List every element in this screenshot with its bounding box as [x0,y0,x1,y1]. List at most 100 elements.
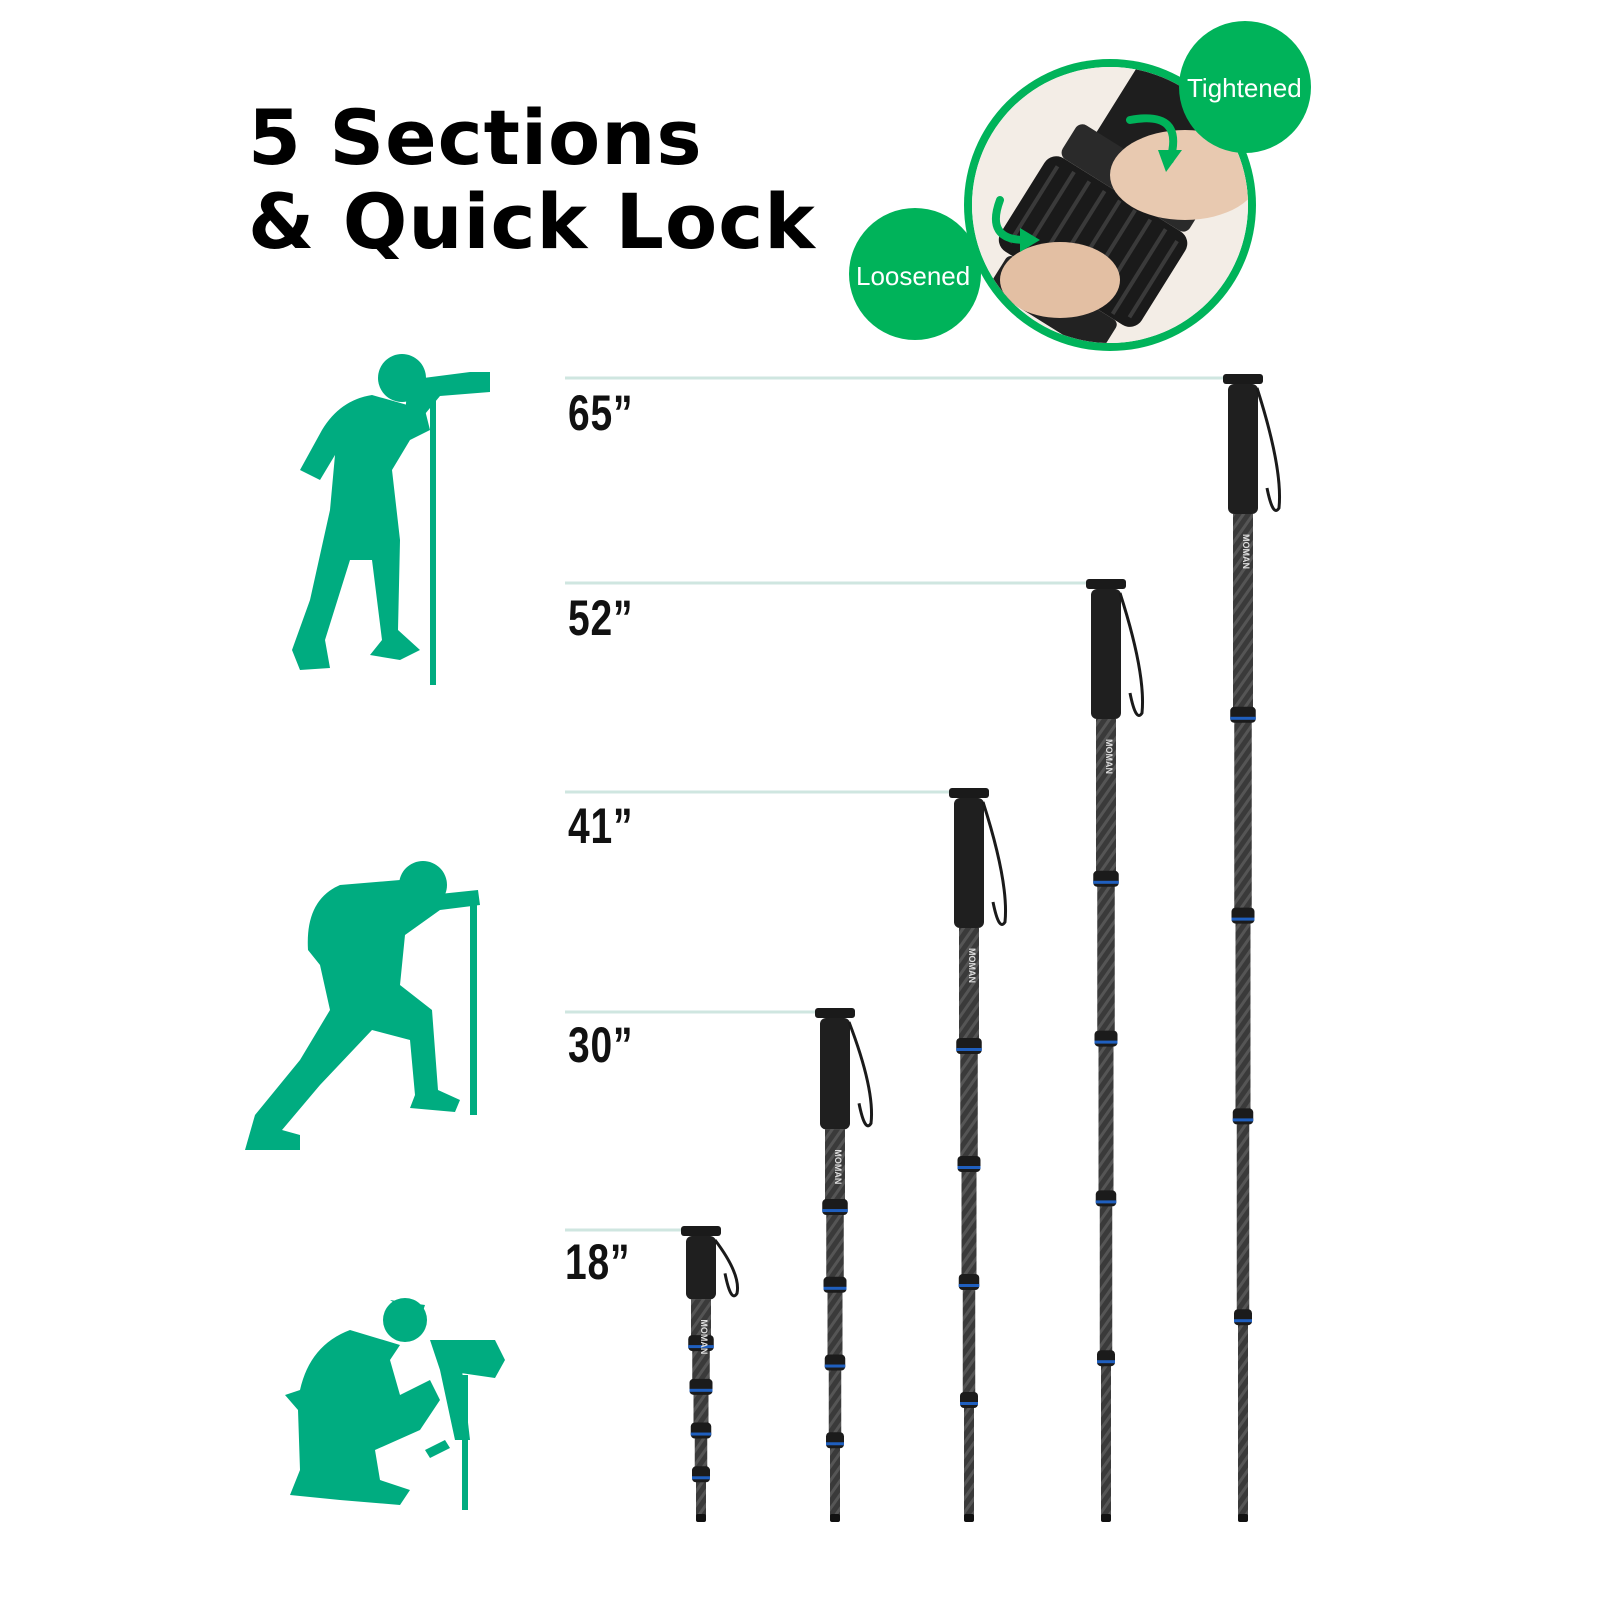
monopod-tube-section [828,1362,842,1441]
monopod-brand-label: MOMAN [1104,739,1114,774]
monopod-foot [696,1514,706,1522]
monopod-tube-section [960,1046,978,1164]
height-label-52: 52” [568,590,634,646]
monopod-tube-section [830,1440,840,1518]
monopod-tube-section [827,1284,843,1363]
monopod-lock-ring[interactable] [690,1422,712,1439]
monopod-head-plate [1223,374,1263,384]
monopod-tube-section [1098,1038,1114,1199]
title-line-2: & Quick Lock [248,177,816,266]
monopod-lock-accent [822,1209,848,1213]
monopod-lock-accent [1094,1040,1118,1044]
monopod-lock-accent [1232,1118,1254,1122]
monopod-lock-accent [826,1442,844,1446]
monopod-foot [1238,1514,1248,1522]
tightened-label: Tightened [1187,73,1302,103]
monopod-lock-ring[interactable] [958,1274,980,1290]
loosen-arrow-icon [992,196,1040,252]
monopod-lock-accent [1231,917,1255,921]
monopod-lock-accent [1230,716,1256,720]
monopod-lock-ring[interactable] [1093,870,1119,887]
monopod-tube-section [826,1207,844,1285]
monopod-lock-ring[interactable] [960,1392,978,1408]
monopod-brand-label: MOMAN [699,1319,709,1354]
hiker-leaning-silhouette [245,861,480,1150]
monopod-tube-section [1096,719,1116,879]
monopod-lock-ring[interactable] [956,1038,982,1054]
monopod-lock-accent [958,1284,980,1287]
monopod-tube-section [696,1474,706,1518]
monopod-tube-section [1097,878,1115,1039]
monopod-grip [954,798,984,928]
monopod: MOMAN [1223,374,1281,1522]
standing-photographer-silhouette [292,354,490,685]
monopod-wrist-strap [847,1021,873,1128]
monopod: MOMAN [681,1226,740,1522]
monopod-tube-section [1234,714,1252,916]
monopod-foot [964,1514,974,1522]
monopod-foot [830,1514,840,1522]
monopod-brand-label: MOMAN [1241,534,1251,569]
monopod-head-plate [1086,579,1126,589]
monopod-grip [1091,589,1121,719]
monopod-lock-ring[interactable] [823,1276,847,1293]
loosened-badge [849,208,981,340]
monopod-lock-ring[interactable] [824,1354,846,1371]
monopod-lock-ring[interactable] [689,1378,713,1395]
height-label-18: 18” [565,1234,631,1290]
monopod-lock-accent [1097,1360,1115,1364]
thumb-top [1110,130,1248,220]
monopod-grip [1228,384,1258,514]
monopod-tube-section [961,1164,977,1282]
monopod-lock-accent [689,1388,713,1392]
kneeling-photographer-silhouette [285,1298,505,1510]
monopod-tube-section [691,1299,711,1344]
monopod-tube-section [1099,1198,1113,1359]
monopod-head-plate [815,1008,855,1018]
monopod-lock-ring[interactable] [1095,1190,1117,1207]
monopod-tube-section [1101,1358,1111,1518]
quick-lock-callout [849,21,1311,351]
monopod-wrist-strap [1255,387,1281,512]
monopod-lock-ring[interactable] [1232,1108,1254,1125]
monopod-lock-ring[interactable] [1230,706,1256,723]
monopod-head-plate [681,1226,721,1236]
monopod-brand-label: MOMAN [967,948,977,983]
monopod-lock-accent [1234,1319,1252,1323]
monopod-tube-section [962,1282,976,1400]
monopod-lock-accent [1093,880,1119,884]
monopod-brand-label: MOMAN [833,1149,843,1184]
monopod-lock-ring[interactable] [1094,1030,1118,1047]
monopod-lock-ring[interactable] [692,1466,710,1483]
height-guides [565,376,1225,1232]
monopod-lock-accent [960,1402,978,1405]
monopod-lock-ring[interactable] [822,1199,848,1216]
tightened-badge [1179,21,1311,153]
height-label-30: 30” [568,1017,634,1073]
monopod: MOMAN [815,1008,873,1522]
monopod-lock-accent [957,1166,981,1169]
monopod-lock-accent [1095,1200,1117,1204]
monopod-tube-section [1236,1116,1250,1318]
height-label-65: 65” [568,385,634,441]
monopod-tube-section [1235,915,1251,1117]
loosened-label: Loosened [856,261,971,291]
monopod-lock-ring[interactable] [1231,907,1255,924]
monopod-lock-accent [688,1345,714,1349]
monopod-lock-ring[interactable] [1234,1309,1252,1326]
monopod-tube-section [694,1430,708,1475]
monopod-tube-section [1233,514,1253,715]
monopod-lock-accent [690,1432,712,1436]
monopod-wrist-strap [713,1239,740,1298]
monopod-lock-ring[interactable] [826,1432,844,1449]
monopod-lock-ring[interactable] [1097,1350,1115,1367]
monopod-wrist-strap [1118,592,1144,717]
monopod-lock-ring[interactable] [957,1156,981,1172]
monopod: MOMAN [949,788,1007,1522]
thumb-bottom [1000,242,1120,318]
monopod-lock-accent [823,1286,847,1290]
tighten-arrow-icon [1126,114,1182,172]
monopod: MOMAN [1086,579,1144,1522]
monopod-wrist-strap [981,801,1007,926]
